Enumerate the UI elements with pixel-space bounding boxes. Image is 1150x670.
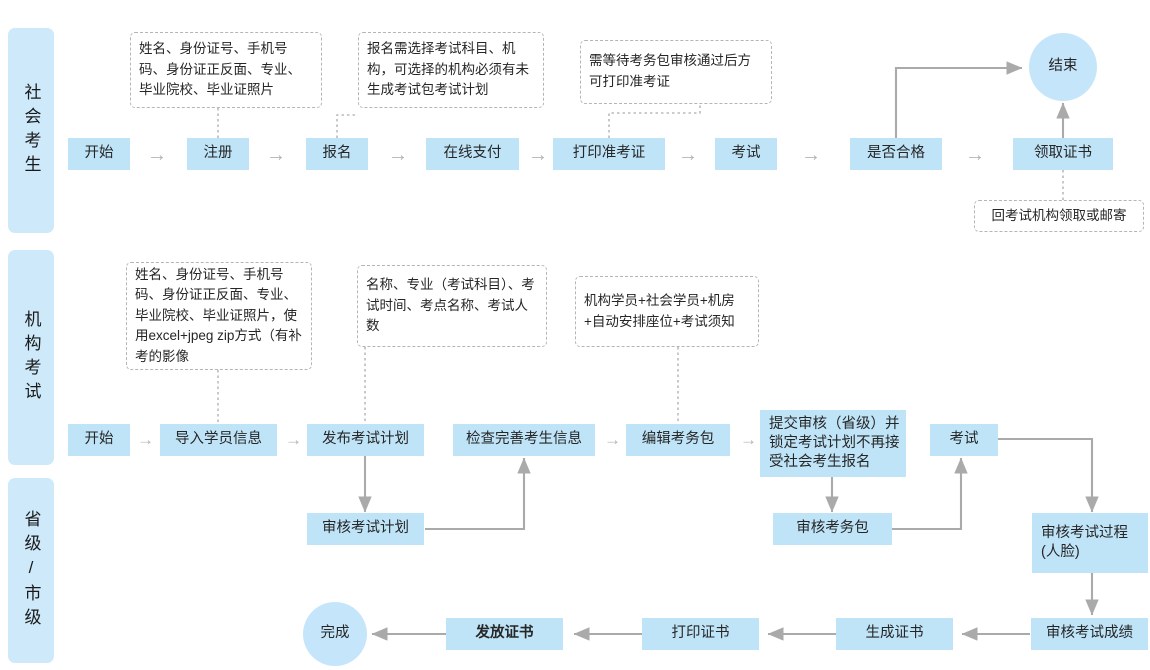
node-r2-edit-package[interactable]: 编辑考务包 xyxy=(626,424,730,456)
node-r2-exam[interactable]: 考试 xyxy=(930,424,998,456)
node-label: 打印准考证 xyxy=(572,145,646,162)
node-r3-print-cert[interactable]: 打印证书 xyxy=(642,618,759,650)
node-label: 考试 xyxy=(731,145,761,162)
note-package-fields: 机构学员+社会学员+机房+自动安排座位+考试须知 xyxy=(575,276,759,347)
node-r1-print-admission[interactable]: 打印准考证 xyxy=(553,138,665,170)
lane-org-exam: 机构考试 xyxy=(8,250,54,465)
node-label: 结束 xyxy=(1048,58,1078,75)
node-label: 在线支付 xyxy=(443,145,502,162)
link-exam-to-reviewprocess xyxy=(998,437,1099,513)
node-r2-review-process[interactable]: 审核考试过程(人脸) xyxy=(1032,513,1148,573)
node-r2-import-students[interactable]: 导入学员信息 xyxy=(160,424,277,456)
node-r2-review-package[interactable]: 审核考务包 xyxy=(773,513,892,545)
arrow-r2-1: → xyxy=(137,430,154,449)
node-label: 审核考试成绩 xyxy=(1046,625,1133,642)
node-label: 打印证书 xyxy=(671,625,730,642)
node-r1-qualified[interactable]: 是否合格 xyxy=(850,138,942,170)
node-label: 是否合格 xyxy=(867,145,925,162)
note-text: 需等待考务包审核通过后方可打印准考证 xyxy=(589,53,751,89)
link-qualified-to-end xyxy=(894,61,1023,138)
node-label: 发放证书 xyxy=(475,625,534,642)
node-r2-start[interactable]: 开始 xyxy=(68,424,130,456)
node-r1-register[interactable]: 注册 xyxy=(187,138,249,170)
node-r2-check-candidates[interactable]: 检查完善考生信息 xyxy=(453,424,595,456)
lane-social-candidates: 社会考生 xyxy=(8,28,54,233)
note-text: 报名需选择考试科目、机构，可选择的机构必须有未生成考试包考试计划 xyxy=(367,41,529,98)
node-label: 生成证书 xyxy=(865,625,924,642)
node-r2-review-plan[interactable]: 审核考试计划 xyxy=(307,513,424,545)
note-import-fields: 姓名、身份证号、手机号码、身份证正反面、专业、毕业院校、毕业证照片，使用exce… xyxy=(126,262,312,370)
note-signup-rule: 报名需选择考试科目、机构，可选择的机构必须有未生成考试包考试计划 xyxy=(358,32,544,108)
note-admission-rule: 需等待考务包审核通过后方可打印准考证 xyxy=(580,40,772,104)
node-r3-review-score[interactable]: 审核考试成绩 xyxy=(1031,618,1148,650)
node-label: 报名 xyxy=(322,145,352,162)
note-text: 回考试机构领取或邮寄 xyxy=(991,207,1127,223)
node-label: 导入学员信息 xyxy=(175,431,262,448)
node-label: 考试 xyxy=(949,431,979,448)
node-label: 审核考试计划 xyxy=(322,520,409,537)
node-label: 提交审核（省级）并锁定考试计划不再接受社会考生报名 xyxy=(769,415,900,471)
node-r1-pay[interactable]: 在线支付 xyxy=(426,138,519,170)
node-r3-issue-cert[interactable]: 发放证书 xyxy=(446,618,563,650)
arrow-r1-6: → xyxy=(801,144,821,166)
node-label: 编辑考务包 xyxy=(641,431,715,448)
arrow-r1-7: → xyxy=(965,144,985,166)
note-plan-fields: 名称、专业（考试科目）、考试时间、考点名称、考试人数 xyxy=(357,265,547,347)
note-text: 姓名、身份证号、手机号码、身份证正反面、专业、毕业院校、毕业证照片，使用exce… xyxy=(135,266,302,364)
node-label: 检查完善考生信息 xyxy=(466,431,582,448)
arrow-r1-5: → xyxy=(678,144,698,166)
arrow-r1-4: → xyxy=(528,144,548,166)
node-label: 注册 xyxy=(203,145,233,162)
lane-label: 社会考生 xyxy=(21,82,41,179)
arrow-r2-3: → xyxy=(604,430,621,449)
lane-label: 机构考试 xyxy=(21,309,41,406)
arrow-r2-4: → xyxy=(740,430,757,449)
node-r3-done[interactable]: 完成 xyxy=(303,602,367,666)
leader-note-admission xyxy=(608,104,701,138)
node-label: 开始 xyxy=(84,431,114,448)
node-label: 发布考试计划 xyxy=(322,431,409,448)
node-r1-start[interactable]: 开始 xyxy=(68,138,130,170)
arrow-r1-1: → xyxy=(147,144,167,166)
node-label: 审核考试过程(人脸) xyxy=(1041,524,1128,560)
note-text: 名称、专业（考试科目）、考试时间、考点名称、考试人数 xyxy=(366,277,535,334)
node-label: 领取证书 xyxy=(1034,145,1092,162)
arrow-r1-3: → xyxy=(388,144,408,166)
arrow-r1-2: → xyxy=(266,144,286,166)
leader-note-signup xyxy=(336,114,358,138)
node-label: 完成 xyxy=(320,625,350,642)
lane-province-city: 省级/市级 xyxy=(8,478,54,663)
lane-label: 省级/市级 xyxy=(21,509,41,632)
note-cert-delivery: 回考试机构领取或邮寄 xyxy=(974,200,1144,232)
note-register-fields: 姓名、身份证号、手机号码、身份证正反面、专业、毕业院校、毕业证照片 xyxy=(130,32,322,108)
node-r3-generate-cert[interactable]: 生成证书 xyxy=(836,618,953,650)
node-label: 开始 xyxy=(84,145,114,162)
node-r1-end[interactable]: 结束 xyxy=(1029,33,1097,101)
node-r2-publish-plan[interactable]: 发布考试计划 xyxy=(307,424,424,456)
note-text: 机构学员+社会学员+机房+自动安排座位+考试须知 xyxy=(584,292,735,329)
node-r2-submit-lock[interactable]: 提交审核（省级）并锁定考试计划不再接受社会考生报名 xyxy=(760,410,906,477)
node-label: 审核考务包 xyxy=(796,520,869,537)
node-r1-signup[interactable]: 报名 xyxy=(306,138,368,170)
node-r1-get-cert[interactable]: 领取证书 xyxy=(1013,138,1113,170)
note-text: 姓名、身份证号、手机号码、身份证正反面、专业、毕业院校、毕业证照片 xyxy=(139,41,301,98)
arrow-r2-2: → xyxy=(285,430,302,449)
link-reviewplan-to-check xyxy=(425,457,531,531)
node-r1-exam[interactable]: 考试 xyxy=(715,138,777,170)
